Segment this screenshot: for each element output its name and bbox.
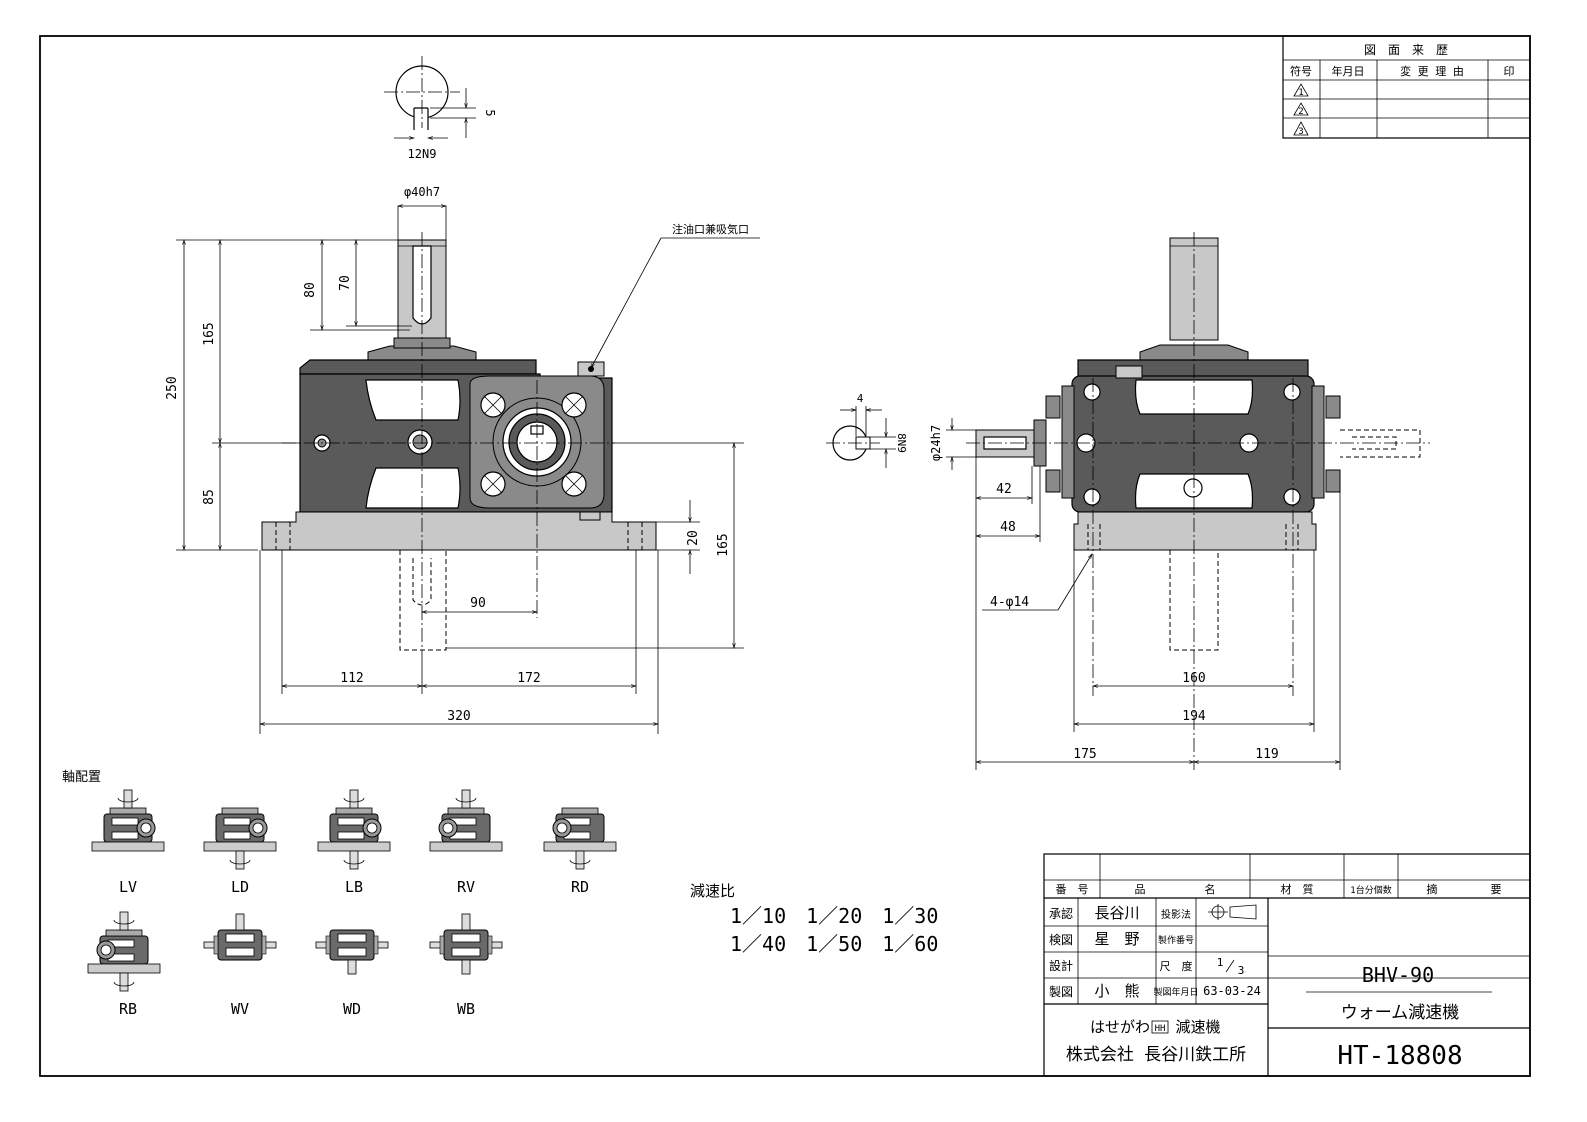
company-line-2: 株式会社 長谷川鉄工所 bbox=[1066, 1045, 1246, 1065]
tb-header-note1: 摘 bbox=[1427, 882, 1438, 896]
svg-text:1: 1 bbox=[1217, 956, 1224, 969]
revision-title: 図 面 来 歴 bbox=[1364, 43, 1448, 57]
dim-shaft-center-to-top: 165 bbox=[202, 322, 217, 345]
tb-header-number: 番 号 bbox=[1056, 883, 1089, 896]
front-view: 5 12N9 φ40h7 bbox=[165, 56, 760, 734]
arrangement-label-rb: RB bbox=[119, 1000, 137, 1018]
key-depth-dim: 5 bbox=[483, 109, 497, 116]
arrangement-icon-rb bbox=[87, 911, 161, 992]
dim-base-width: 194 bbox=[1182, 709, 1206, 724]
side-key-depth: 4 bbox=[857, 392, 864, 405]
arrangement-label-ld: LD bbox=[231, 878, 249, 896]
tb-header-qty: 1台分個数 bbox=[1350, 884, 1391, 896]
shaft-arrangement-title: 軸配置 bbox=[62, 770, 101, 785]
side-key-width: 8N9 bbox=[895, 433, 908, 453]
arrangement-label-wv: WV bbox=[231, 1000, 249, 1018]
tb-mfg-no-label: 製作番号 bbox=[1158, 934, 1194, 946]
ratio-title: 減速比 bbox=[690, 882, 735, 900]
svg-text:3: 3 bbox=[1298, 127, 1303, 137]
rev-header-reason: 変 更 理 由 bbox=[1400, 64, 1464, 78]
dim-right-span: 172 bbox=[517, 671, 540, 686]
arrangement-icon-ld bbox=[203, 807, 277, 870]
arrangement-icon-lb bbox=[317, 789, 391, 870]
tb-approve-label: 承認 bbox=[1049, 906, 1073, 921]
rev-header-seal: 印 bbox=[1504, 65, 1515, 78]
tb-check-label: 検図 bbox=[1049, 933, 1073, 947]
rev-symbol-3: 3 bbox=[1293, 121, 1309, 137]
company-logo: HH bbox=[1155, 1024, 1166, 1034]
sheet-frame bbox=[39, 35, 1531, 1077]
output-shaft-diameter: φ40h7 bbox=[404, 185, 440, 199]
side-view: 4 8N9 φ24h7 bbox=[826, 232, 1430, 770]
tb-scale-value: 1 3 bbox=[1217, 956, 1245, 977]
svg-text:1: 1 bbox=[1298, 88, 1303, 98]
dim-shaft-to-flange: 48 bbox=[1000, 520, 1016, 535]
key-width-dim: 12N9 bbox=[408, 147, 437, 161]
arrangement-icon-lv bbox=[91, 789, 165, 852]
arrangement-label-lv: LV bbox=[119, 878, 137, 896]
dim-base-length: 320 bbox=[447, 709, 470, 724]
arrangement-label-wb: WB bbox=[457, 1000, 475, 1018]
input-shaft-diameter: φ24h7 bbox=[929, 425, 943, 461]
arrangement-icon-wd bbox=[315, 929, 389, 975]
arrangement-icon-rd bbox=[543, 807, 617, 870]
dim-lower-shaft: 165 bbox=[716, 533, 731, 556]
model-number: BHV-90 bbox=[1362, 963, 1434, 987]
dim-right-overall: 119 bbox=[1255, 747, 1278, 762]
dim-center-distance: 90 bbox=[470, 596, 486, 611]
tb-header-part: 品 bbox=[1135, 883, 1146, 896]
tb-approve-name: 長谷川 bbox=[1094, 904, 1139, 922]
company-line-1: はせがわ HH 減速機 bbox=[1090, 1018, 1221, 1036]
tb-header-note2: 要 bbox=[1491, 883, 1502, 896]
shaft-arrangement: 軸配置 bbox=[62, 770, 617, 1018]
dim-overall-height: 250 bbox=[165, 376, 180, 399]
rev-header-date: 年月日 bbox=[1332, 64, 1365, 78]
tb-draw-name: 小 熊 bbox=[1094, 982, 1139, 1000]
dim-key-length: 70 bbox=[338, 275, 353, 291]
arrangement-icon-rv bbox=[429, 789, 503, 852]
dim-center-height: 85 bbox=[202, 489, 217, 505]
mounting-hole-label: 4-φ14 bbox=[990, 595, 1029, 610]
svg-text:はせがわ: はせがわ bbox=[1090, 1018, 1150, 1036]
dim-base-thickness: 20 bbox=[686, 530, 701, 546]
product-name: ウォーム減速機 bbox=[1341, 1003, 1460, 1023]
reduction-ratio: 減速比 1／10 1／20 1／30 1／40 1／50 1／60 bbox=[690, 882, 938, 956]
rev-header-symbol: 符号 bbox=[1290, 65, 1312, 78]
arrangement-label-rd: RD bbox=[571, 878, 589, 896]
tb-header-material: 材 質 bbox=[1281, 882, 1314, 896]
dim-shaft-extension: 42 bbox=[996, 482, 1012, 497]
dim-left-span: 112 bbox=[340, 671, 363, 686]
tb-draw-label: 製図 bbox=[1049, 985, 1073, 999]
key-section-detail: 5 12N9 bbox=[384, 56, 497, 161]
oil-port-label: 注油口兼吸気口 bbox=[672, 222, 749, 236]
arrangement-label-lb: LB bbox=[345, 878, 363, 896]
title-block: 番 号 品 名 材 質 1台分個数 摘 要 承認 長谷川 投影法 検図 星 野 … bbox=[1043, 853, 1531, 1077]
tb-check-name: 星 野 bbox=[1094, 930, 1139, 948]
dim-hole-pitch: 160 bbox=[1182, 671, 1205, 686]
arrangement-label-wd: WD bbox=[343, 1000, 361, 1018]
svg-text:減速機: 減速機 bbox=[1175, 1018, 1220, 1036]
arrangement-icon-wb bbox=[429, 913, 503, 975]
rev-symbol-1: 1 bbox=[1293, 83, 1309, 98]
revision-table: 図 面 来 歴 符号 年月日 変 更 理 由 印 1 2 3 bbox=[1282, 35, 1531, 139]
tb-date-value: 63-03-24 bbox=[1203, 984, 1261, 998]
projection-symbol bbox=[1208, 904, 1257, 920]
dim-shaft-length: 80 bbox=[303, 282, 318, 298]
drawing-number: HT-18808 bbox=[1337, 1041, 1462, 1071]
tb-design-label: 設計 bbox=[1049, 958, 1073, 973]
tb-header-name: 名 bbox=[1205, 882, 1216, 896]
svg-text:2: 2 bbox=[1298, 107, 1303, 117]
rev-symbol-2: 2 bbox=[1293, 102, 1309, 117]
arrangement-label-rv: RV bbox=[457, 878, 475, 896]
ratio-line-2: 1／40 1／50 1／60 bbox=[730, 932, 938, 956]
tb-projection-label: 投影法 bbox=[1161, 908, 1191, 921]
tb-date-label: 製図年月日 bbox=[1153, 986, 1198, 998]
ratio-line-1: 1／10 1／20 1／30 bbox=[730, 904, 938, 928]
arrangement-icon-wv bbox=[203, 913, 277, 961]
tb-scale-label: 尺 度 bbox=[1160, 959, 1193, 973]
svg-text:3: 3 bbox=[1238, 964, 1245, 977]
dim-left-overall: 175 bbox=[1073, 747, 1096, 762]
